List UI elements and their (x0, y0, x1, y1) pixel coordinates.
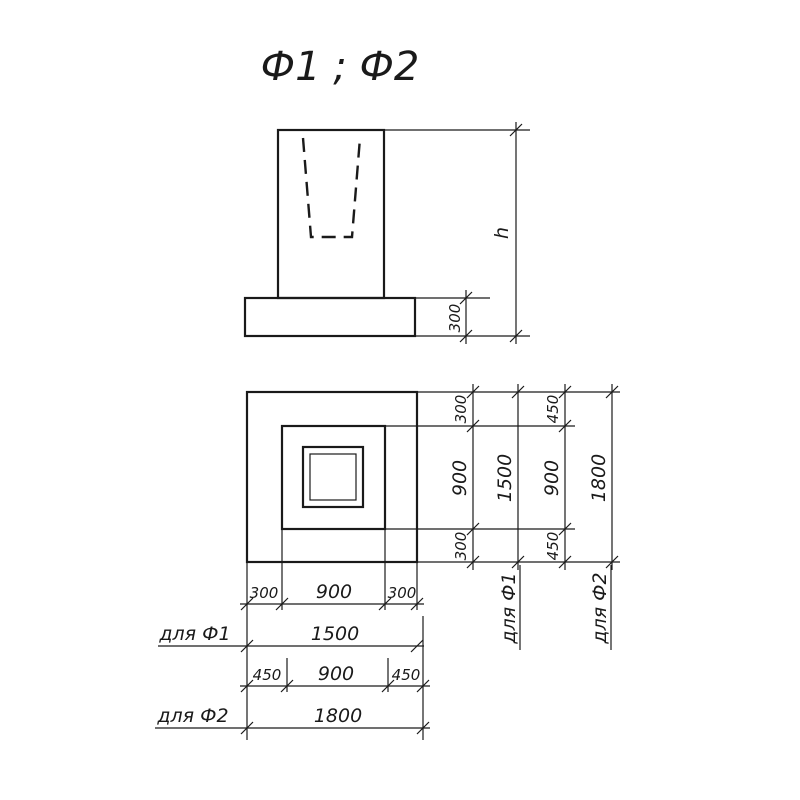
tick (466, 522, 480, 536)
plan-view: 300 900 300 1500 450 900 450 1800 для Ф1… (155, 384, 620, 740)
tick (240, 639, 254, 653)
tick (275, 597, 289, 611)
column-outline (276, 128, 386, 300)
dim-right-col1-mid: 900 (449, 460, 471, 496)
bottom-ticks (240, 597, 430, 735)
tick (381, 679, 395, 693)
tick (459, 329, 473, 343)
tick (466, 555, 480, 569)
tick (558, 419, 572, 433)
drawing-title: Ф1 ; Ф2 (261, 44, 420, 90)
plan-socket-outer (301, 445, 365, 509)
dim-bottom-row1-left: 300 (250, 584, 279, 602)
dim-right-col3-top: 450 (544, 395, 562, 424)
right-ticks (466, 385, 619, 569)
tick (605, 555, 619, 569)
tick (240, 597, 254, 611)
label-for-f2-vertical: для Ф2 (589, 572, 611, 644)
dim-bottom-row2-left: 450 (253, 666, 282, 684)
tick (466, 385, 480, 399)
tick (416, 679, 430, 693)
dim-right-col1-bottom: 300 (452, 532, 470, 561)
slab-thickness-label: 300 (446, 304, 464, 333)
tick (558, 555, 572, 569)
plan-column-outline (280, 424, 387, 531)
tick (240, 721, 254, 735)
dim-total-f1-vertical: 1500 (494, 454, 516, 502)
tick (378, 597, 392, 611)
plan-slab-outline (245, 390, 419, 564)
tick (558, 385, 572, 399)
socket-dashed (301, 137, 362, 239)
dim-bottom-row1-mid: 900 (316, 581, 352, 603)
dim-bottom-row2-mid: 900 (318, 663, 354, 685)
label-for-f1-vertical: для Ф1 (498, 572, 520, 644)
tick (511, 555, 525, 569)
dim-bottom-total-f1: 1500 (311, 623, 359, 645)
tick (605, 385, 619, 399)
tick (410, 597, 424, 611)
label-for-f2: для Ф2 (156, 705, 228, 727)
tick (240, 679, 254, 693)
elevation-view: h 300 (243, 122, 530, 344)
dim-right-col3-bottom: 450 (544, 532, 562, 561)
tick (459, 291, 473, 305)
dim-bottom-row2-right: 450 (392, 666, 421, 684)
dim-total-f2-vertical: 1800 (588, 454, 610, 502)
tick (509, 329, 523, 343)
slab-outline (243, 296, 417, 338)
tick (466, 419, 480, 433)
dim-right-col1-top: 300 (452, 395, 470, 424)
tick (509, 123, 523, 137)
tick (416, 721, 430, 735)
dim-bottom-total-f2: 1800 (314, 705, 362, 727)
plan-socket-inner (309, 453, 357, 501)
tick (511, 385, 525, 399)
dim-bottom-row1-right: 300 (388, 584, 417, 602)
dim-right-col3-mid: 900 (541, 460, 563, 496)
height-label: h (491, 227, 513, 239)
label-for-f1: для Ф1 (158, 623, 230, 645)
tick (558, 522, 572, 536)
tick (280, 679, 294, 693)
tick (410, 639, 424, 653)
